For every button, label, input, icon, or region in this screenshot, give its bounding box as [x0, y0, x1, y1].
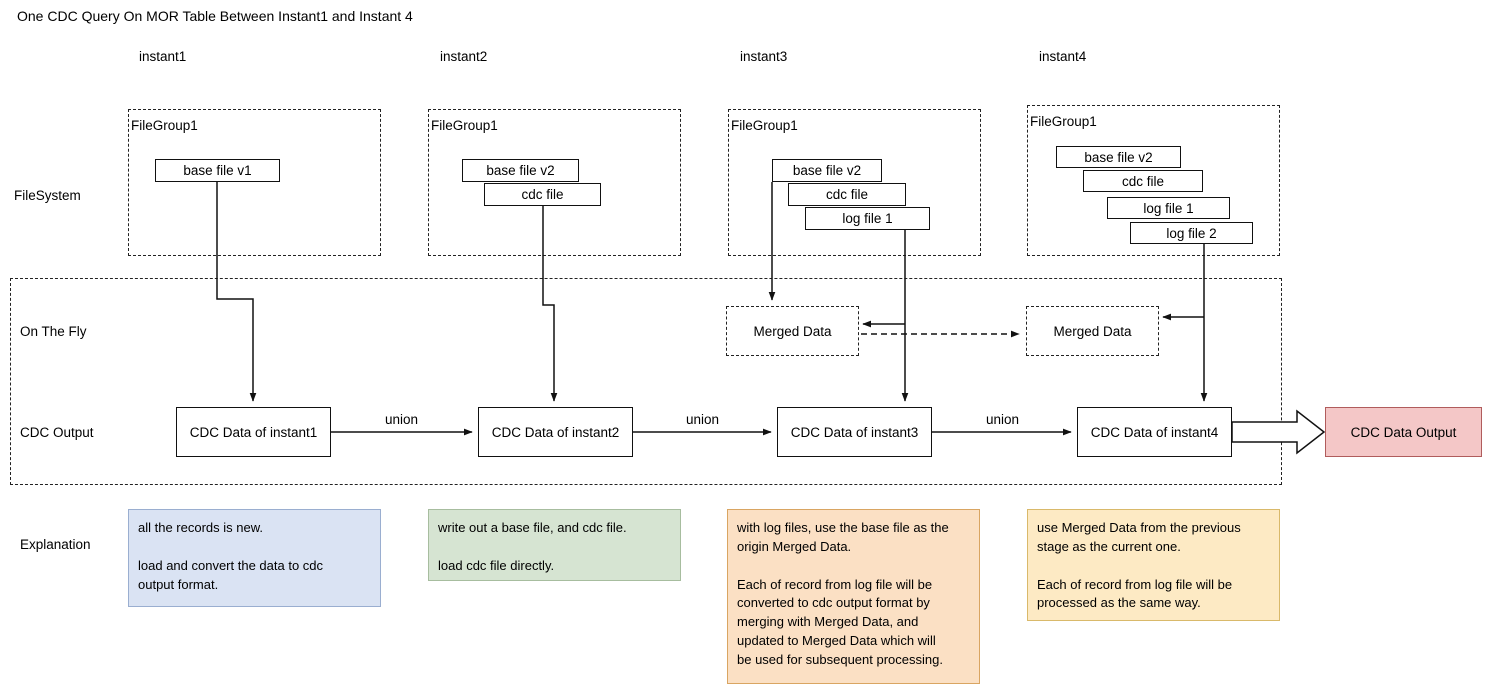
union-label-3: union: [986, 412, 1020, 427]
filegroup-label-instant3: FileGroup1: [731, 118, 798, 133]
file-box-base-file-v2-i3[interactable]: base file v2: [772, 159, 882, 182]
file-box-log-file-1-i3[interactable]: log file 1: [805, 207, 930, 230]
row-label-filesystem: FileSystem: [14, 188, 81, 203]
cdc-node-instant1[interactable]: CDC Data of instant1: [176, 407, 331, 457]
file-box-cdc-file-i4[interactable]: cdc file: [1083, 170, 1203, 192]
column-header-instant2: instant2: [440, 49, 488, 64]
filegroup-label-instant1: FileGroup1: [131, 118, 198, 133]
union-label-2: union: [686, 412, 720, 427]
merged-data-instant4[interactable]: Merged Data: [1026, 306, 1159, 356]
explanation-note-instant1: all the records is new. load and convert…: [128, 509, 381, 607]
cdc-data-output-box[interactable]: CDC Data Output: [1325, 407, 1482, 457]
union-label-1: union: [385, 412, 419, 427]
explanation-note-instant4: use Merged Data from the previous stage …: [1027, 509, 1280, 621]
column-header-instant1: instant1: [139, 49, 187, 64]
filegroup-container-instant3: [728, 109, 981, 256]
row-label-explanation: Explanation: [20, 537, 91, 552]
filegroup-container-instant4: [1027, 105, 1280, 256]
file-box-base-file-v2-i2[interactable]: base file v2: [462, 159, 579, 182]
file-box-base-file-v2-i4[interactable]: base file v2: [1056, 146, 1181, 168]
cdc-node-instant3[interactable]: CDC Data of instant3: [777, 407, 932, 457]
file-box-cdc-file-i3[interactable]: cdc file: [788, 183, 906, 206]
runtime-section-container: [10, 278, 1282, 485]
file-box-cdc-file-i2[interactable]: cdc file: [484, 183, 601, 206]
row-label-cdc-output: CDC Output: [20, 425, 94, 440]
merged-data-instant3[interactable]: Merged Data: [726, 306, 859, 356]
row-label-on-the-fly: On The Fly: [20, 324, 87, 339]
column-header-instant3: instant3: [740, 49, 788, 64]
column-header-instant4: instant4: [1039, 49, 1087, 64]
filegroup-label-instant2: FileGroup1: [431, 118, 498, 133]
cdc-node-instant4[interactable]: CDC Data of instant4: [1077, 407, 1232, 457]
filegroup-container-instant1: [128, 109, 381, 256]
explanation-note-instant3: with log files, use the base file as the…: [727, 509, 980, 684]
file-box-base-file-v1[interactable]: base file v1: [155, 159, 280, 182]
filegroup-label-instant4: FileGroup1: [1030, 114, 1097, 129]
file-box-log-file-2-i4[interactable]: log file 2: [1130, 222, 1253, 244]
explanation-note-instant2: write out a base file, and cdc file. loa…: [428, 509, 681, 581]
page-title: One CDC Query On MOR Table Between Insta…: [17, 8, 413, 24]
cdc-node-instant2[interactable]: CDC Data of instant2: [478, 407, 633, 457]
file-box-log-file-1-i4[interactable]: log file 1: [1107, 197, 1230, 219]
